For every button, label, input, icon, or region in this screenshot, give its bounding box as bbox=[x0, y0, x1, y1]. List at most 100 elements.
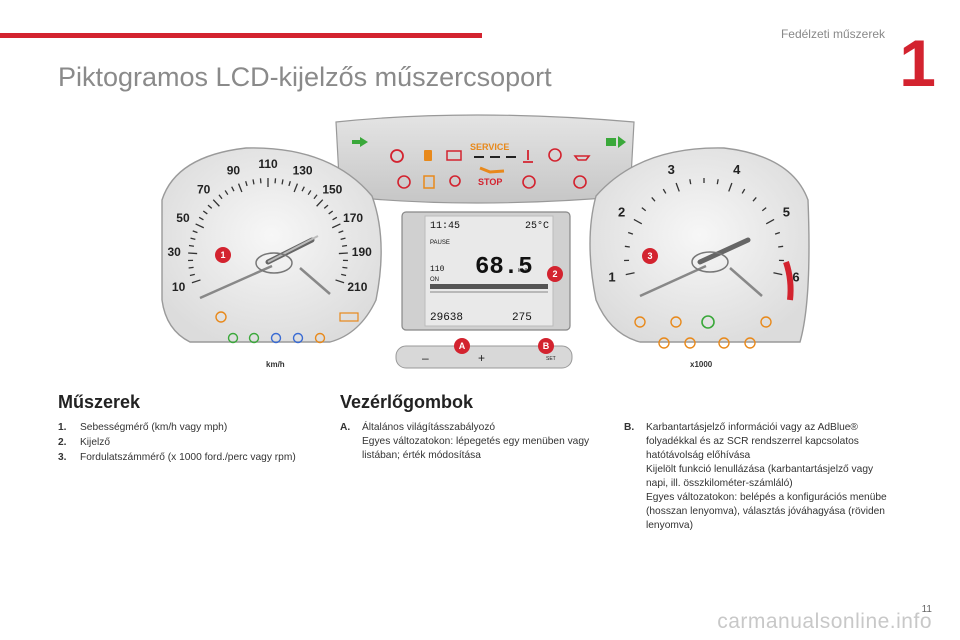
muszerek-list: 1.Sebességmérő (km/h vagy mph) 2.Kijelző… bbox=[58, 421, 320, 466]
dial-minor-tick bbox=[188, 244, 195, 247]
particle-filter-icon bbox=[718, 337, 730, 349]
marker-2: 2 bbox=[552, 269, 557, 279]
dial-minor-tick bbox=[761, 207, 767, 212]
dial-minor-tick bbox=[313, 194, 318, 200]
dial-tick-label: 3 bbox=[668, 162, 675, 177]
dial-minor-tick bbox=[689, 179, 692, 185]
wrench-icon bbox=[479, 166, 505, 174]
auto-beam-icon bbox=[292, 332, 304, 344]
header-accent-bar bbox=[0, 33, 482, 38]
dial-minor-tick bbox=[338, 230, 344, 234]
adblue-icon bbox=[339, 312, 359, 322]
dial-major-tick bbox=[331, 223, 341, 229]
dial-minor-tick bbox=[774, 231, 781, 235]
marker-3: 3 bbox=[647, 251, 652, 261]
fog-light-icon bbox=[215, 311, 227, 323]
marker-b: B bbox=[543, 341, 550, 351]
seatbelt-icon bbox=[449, 175, 461, 187]
page-title: Piktogramos LCD-kijelzős műszercsoport bbox=[58, 62, 552, 92]
sidelights-icon bbox=[227, 332, 239, 344]
dial-minor-tick bbox=[716, 179, 719, 185]
lcd-speed-limit: 110 bbox=[430, 265, 445, 274]
dial-major-tick bbox=[728, 182, 733, 192]
airbag-off-icon bbox=[658, 337, 670, 349]
dial-major-tick bbox=[675, 182, 680, 192]
vezerlo-a-list: A. Általános világításszabályozó Egyes v… bbox=[340, 421, 602, 464]
dial-minor-tick bbox=[218, 194, 223, 200]
dial-minor-tick bbox=[207, 204, 213, 209]
dial-major-tick bbox=[765, 218, 775, 225]
dial-tick-label: 210 bbox=[347, 280, 367, 294]
dial-tick-label: 50 bbox=[176, 211, 190, 225]
dial-tick-label: 130 bbox=[293, 164, 313, 178]
lcd-display: 11:45 25°C PAUSE 110 ON 68.5 km/h 29638 … bbox=[401, 211, 571, 331]
minus-button: – bbox=[422, 351, 429, 365]
coolant-icon bbox=[523, 150, 533, 163]
list-item: 2.Kijelző bbox=[58, 437, 111, 448]
dial-major-tick bbox=[188, 252, 198, 255]
diesel-preheat-icon bbox=[684, 337, 696, 349]
dial-minor-tick bbox=[307, 190, 312, 196]
dial-minor-tick bbox=[342, 266, 348, 269]
dial-tick-label: 110 bbox=[258, 157, 278, 171]
main-beam-icon bbox=[270, 332, 282, 344]
abs-icon bbox=[522, 175, 536, 189]
dial-minor-tick bbox=[281, 179, 284, 185]
dial-minor-tick bbox=[252, 179, 255, 185]
dial-major-tick bbox=[773, 272, 783, 276]
dial-minor-tick bbox=[741, 188, 746, 194]
dial-major-tick bbox=[237, 183, 243, 193]
dial-tick-label: 4 bbox=[733, 162, 741, 177]
dial-minor-tick bbox=[328, 210, 334, 215]
passenger-airbag-icon bbox=[573, 175, 587, 189]
dial-minor-tick bbox=[323, 204, 329, 209]
control-strip: – + SET bbox=[395, 345, 573, 369]
dipped-beam-icon bbox=[248, 332, 260, 344]
dial-tick-label: 1 bbox=[608, 270, 615, 285]
hill-assist-icon bbox=[744, 337, 756, 349]
stop-start-icon bbox=[701, 315, 715, 329]
door-open-icon bbox=[423, 175, 435, 189]
dial-major-tick bbox=[338, 252, 348, 255]
dial-minor-tick bbox=[224, 190, 229, 196]
dial-minor-tick bbox=[752, 197, 757, 202]
lcd-digital-speed: 68.5 bbox=[475, 254, 533, 281]
lcd-on: ON bbox=[430, 277, 439, 283]
dial-tick-label: 70 bbox=[197, 182, 211, 196]
dial-minor-tick bbox=[190, 237, 196, 240]
dial-minor-tick bbox=[624, 245, 630, 248]
dial-minor-tick bbox=[189, 273, 195, 277]
vezerlo-b-list: B. Karbantartásjelző információi vagy az… bbox=[624, 421, 896, 534]
dial-tick-label: 5 bbox=[783, 205, 790, 220]
dial-minor-tick bbox=[641, 207, 647, 212]
oil-pressure-icon bbox=[573, 155, 591, 161]
set-label: SET bbox=[546, 356, 556, 362]
service-label: SERVICE bbox=[470, 142, 509, 152]
dial-minor-tick bbox=[288, 180, 291, 187]
dial-minor-tick bbox=[301, 186, 305, 192]
dial-major-tick bbox=[212, 199, 220, 207]
dial-major-tick bbox=[195, 223, 205, 229]
dial-minor-tick bbox=[651, 197, 656, 202]
lcd-temperature: 25°C bbox=[525, 220, 549, 232]
airbag-icon bbox=[397, 175, 411, 189]
dial-minor-tick bbox=[231, 186, 235, 192]
dial-minor-tick bbox=[627, 231, 634, 235]
dial-minor-tick bbox=[340, 237, 346, 240]
lcd-trip: 275 bbox=[512, 312, 532, 324]
watermark: carmanualsonline.info bbox=[717, 610, 932, 633]
stop-label: STOP bbox=[478, 177, 502, 187]
dial-tick-label: 30 bbox=[168, 245, 182, 259]
callout-markers: 1 2 3 A B bbox=[215, 247, 658, 354]
dial-tick-label: 190 bbox=[352, 245, 372, 259]
list-item: B. Karbantartásjelző információi vagy az… bbox=[624, 422, 887, 531]
engine-fault-icon bbox=[760, 316, 772, 328]
dial-major-tick bbox=[191, 279, 201, 284]
chapter-number: 1 bbox=[899, 26, 936, 100]
list-item: 3.Fordulatszámmérő (x 1000 ford./perc va… bbox=[58, 452, 296, 463]
tyre-pressure-icon bbox=[670, 316, 682, 328]
speed-unit: km/h bbox=[266, 360, 285, 369]
dial-minor-tick bbox=[778, 245, 784, 248]
